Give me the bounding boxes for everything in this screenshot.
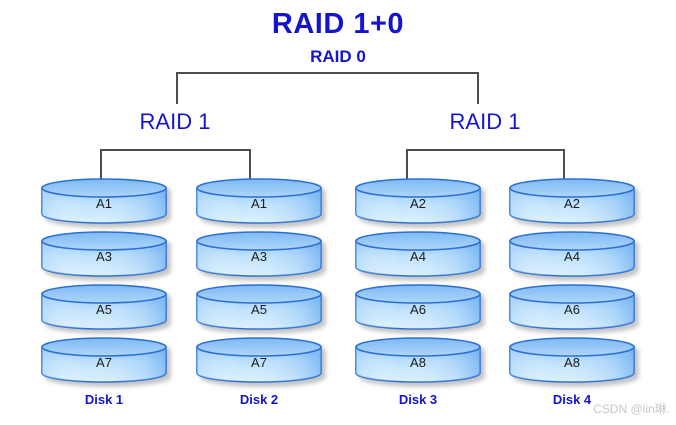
disk-block[interactable]: A2 (355, 178, 481, 224)
connector-raid0-bracket (176, 72, 479, 104)
disk-block[interactable]: A3 (41, 231, 167, 277)
disk-caption-2: Disk 2 (239, 392, 279, 407)
disk-block[interactable]: A7 (196, 337, 322, 383)
disk-block[interactable]: A1 (196, 178, 322, 224)
raid1-label-left: RAID 1 (139, 109, 211, 134)
disk-block[interactable]: A7 (41, 337, 167, 383)
disk-block[interactable]: A1 (41, 178, 167, 224)
disk-block[interactable]: A8 (509, 337, 635, 383)
connector-raid1-right-bracket (406, 149, 565, 182)
raid1-label-right: RAID 1 (449, 109, 521, 134)
disk-column-4: A2 A4 A6 (509, 178, 635, 390)
disk-column-1: A1 A3 A5 (41, 178, 167, 390)
disk-caption-3: Disk 3 (398, 392, 438, 407)
disk-block[interactable]: A6 (355, 284, 481, 330)
disk-block[interactable]: A4 (509, 231, 635, 277)
raid0-label: RAID 0 (310, 47, 366, 66)
disk-block[interactable]: A5 (196, 284, 322, 330)
disk-column-3: A2 A4 A6 (355, 178, 481, 390)
page-title: RAID 1+0 (271, 8, 405, 40)
disk-caption-1: Disk 1 (84, 392, 124, 407)
disk-block[interactable]: A4 (355, 231, 481, 277)
disk-block[interactable]: A3 (196, 231, 322, 277)
disk-column-2: A1 A3 A5 (196, 178, 322, 390)
watermark: CSDN @lin琳. (593, 402, 670, 416)
disk-block[interactable]: A2 (509, 178, 635, 224)
disk-block[interactable]: A5 (41, 284, 167, 330)
disk-caption-4: Disk 4 (552, 392, 592, 407)
disk-block[interactable]: A8 (355, 337, 481, 383)
disk-block[interactable]: A6 (509, 284, 635, 330)
connector-raid1-left-bracket (100, 149, 251, 182)
